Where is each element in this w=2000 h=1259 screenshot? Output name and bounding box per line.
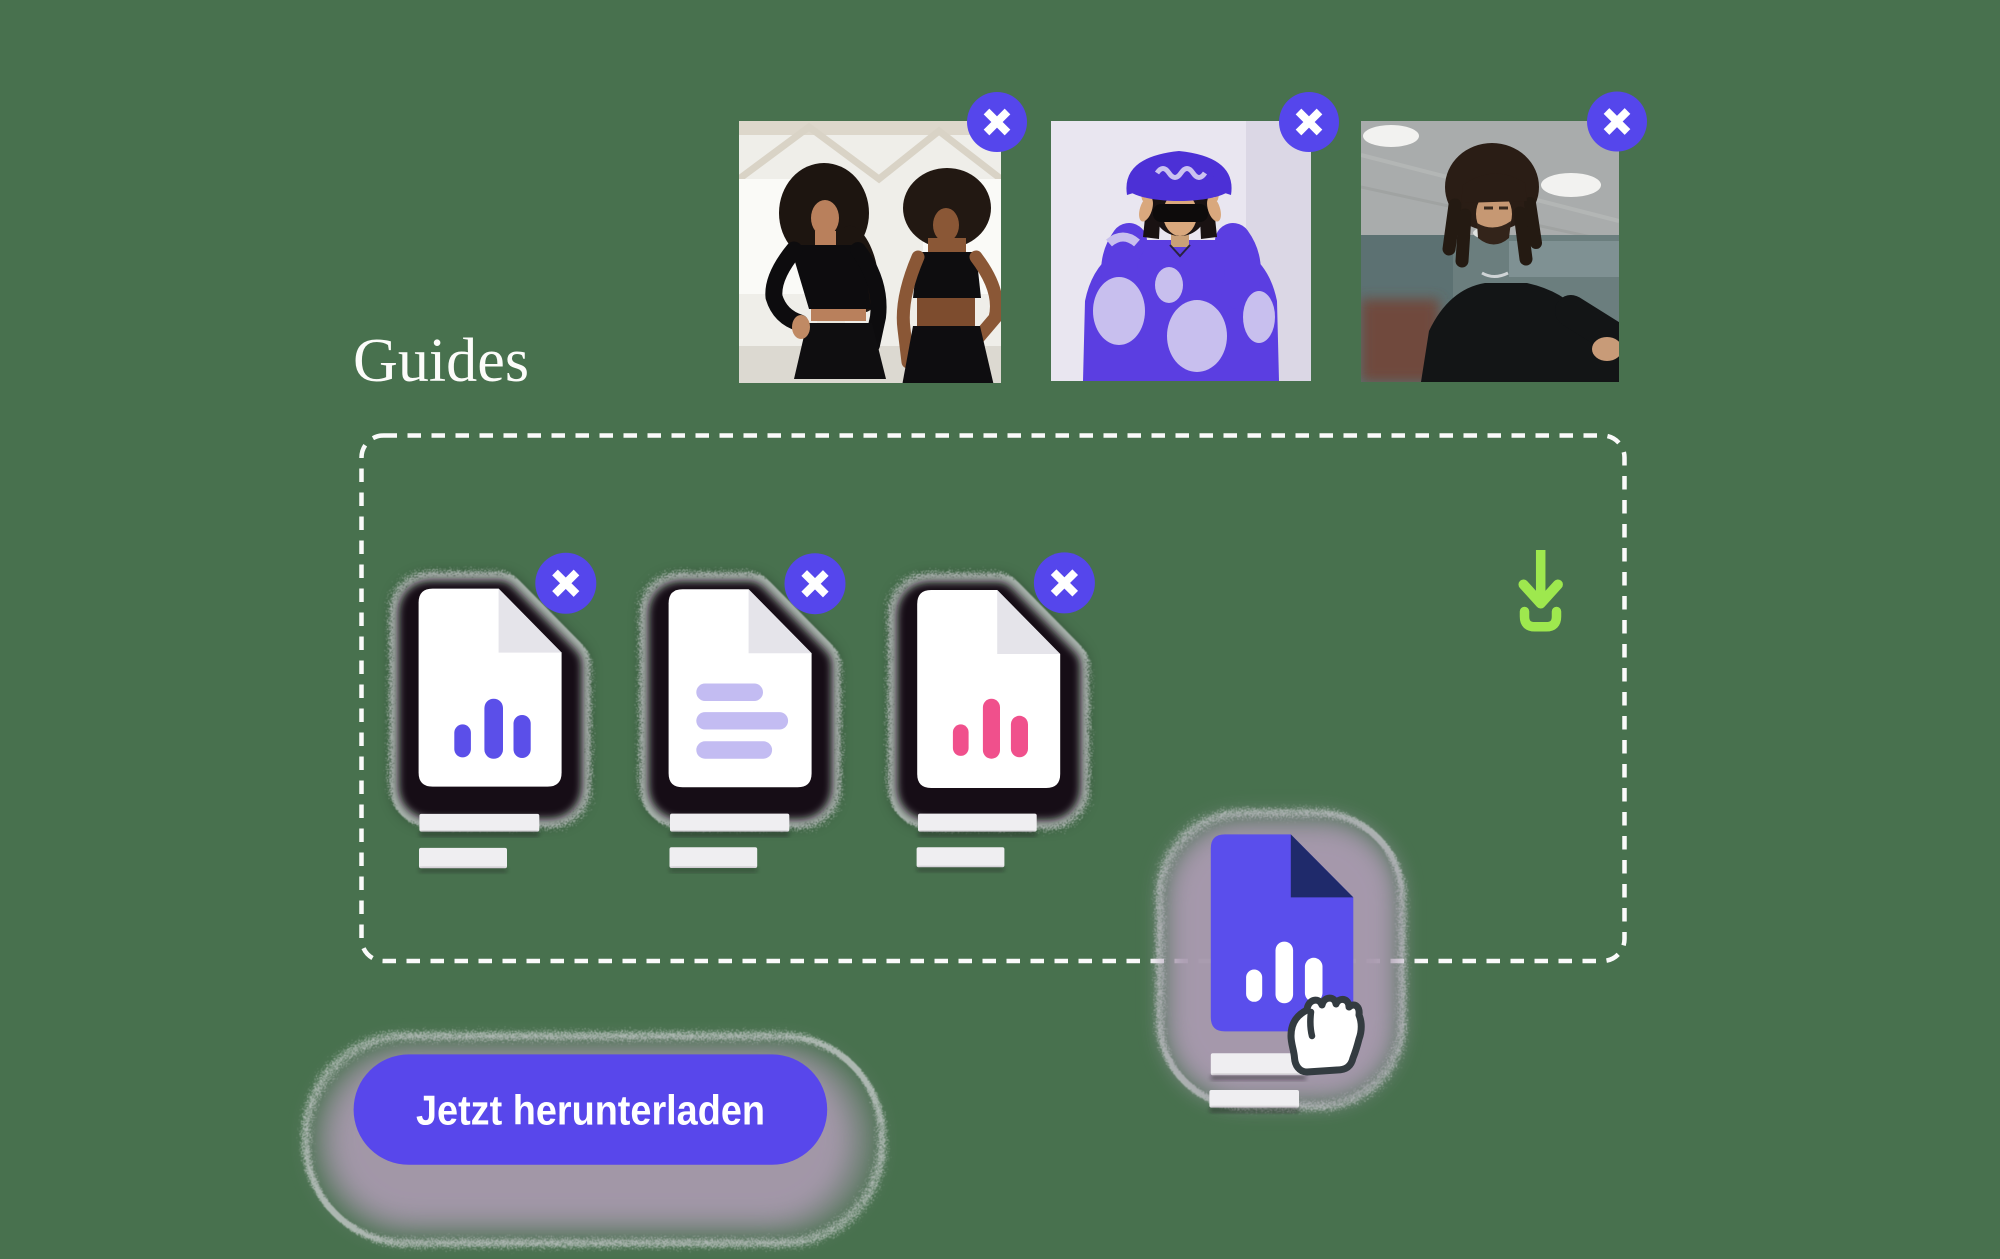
svg-text:Jetzt herunterladen: Jetzt herunterladen (416, 1087, 765, 1134)
svg-text:Guides: Guides (353, 327, 529, 395)
